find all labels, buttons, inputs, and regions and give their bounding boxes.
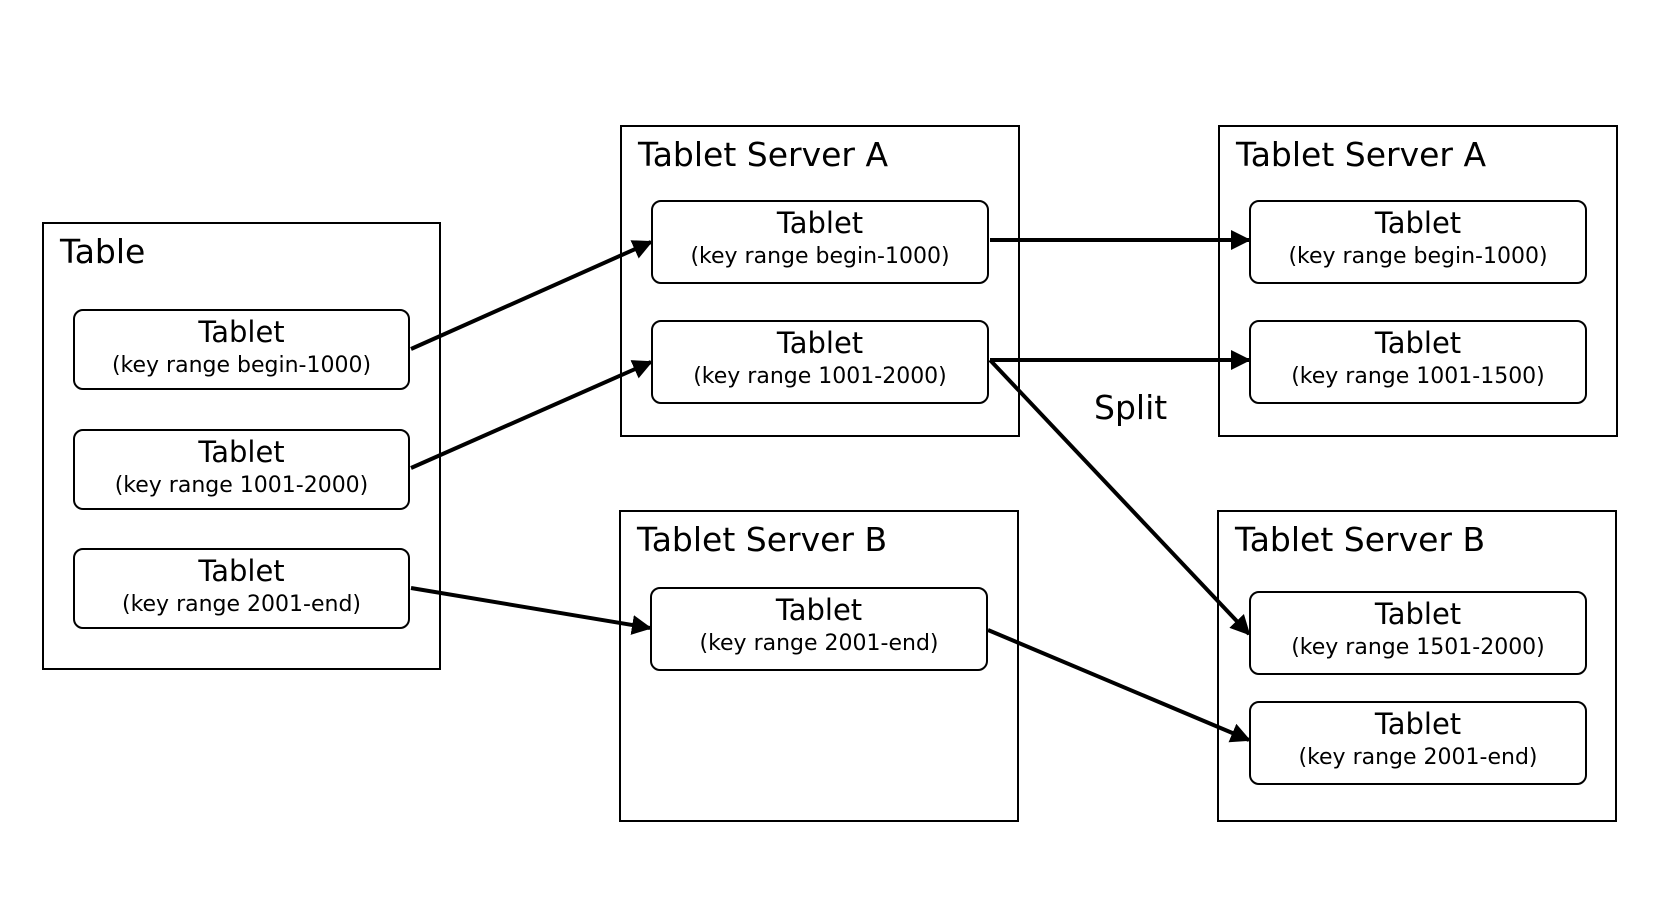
server-a-before: Tablet Server A Tablet (key range begin-… bbox=[620, 125, 1020, 437]
tablet-title: Tablet bbox=[1374, 326, 1462, 360]
arrow-table-t3-to-server-b-t1 bbox=[410, 586, 652, 635]
tablet-title: Tablet bbox=[198, 435, 285, 469]
table-container: Table Tablet (key range begin-1000) Tabl… bbox=[42, 222, 441, 670]
tablet-key-range: (key range 2001-end) bbox=[121, 592, 361, 617]
table-tablet-3: Tablet (key range 2001-end) bbox=[73, 548, 410, 629]
server-b-after: Tablet Server B Tablet (key range 1501-2… bbox=[1217, 510, 1617, 822]
server-a-after: Tablet Server A Tablet (key range begin-… bbox=[1218, 125, 1618, 437]
tablet-key-range: (key range 1001-2000) bbox=[114, 473, 369, 498]
table-tablet-1: Tablet (key range begin-1000) bbox=[73, 309, 410, 390]
server-b-after-tablet-2: Tablet (key range 2001-end) bbox=[1249, 701, 1587, 785]
tablet-title: Tablet bbox=[776, 206, 864, 240]
arrow-server-b-t1-to-after-server-b-t2 bbox=[987, 628, 1251, 743]
tablet-key-range: (key range 1001-2000) bbox=[693, 364, 947, 389]
tablet-key-range: (key range 1001-1500) bbox=[1291, 364, 1545, 389]
tablet-title: Tablet bbox=[198, 554, 285, 588]
tablet-title: Tablet bbox=[1374, 597, 1462, 631]
server-b-after-title: Tablet Server B bbox=[1235, 520, 1486, 559]
server-a-before-tablet-2: Tablet (key range 1001-2000) bbox=[651, 320, 989, 404]
tablet-title: Tablet bbox=[776, 326, 864, 360]
tablet-key-range: (key range 1501-2000) bbox=[1291, 635, 1545, 660]
server-a-after-tablet-1: Tablet (key range begin-1000) bbox=[1249, 200, 1587, 284]
server-b-before: Tablet Server B Tablet (key range 2001-e… bbox=[619, 510, 1019, 822]
table-title: Table bbox=[60, 232, 146, 271]
tablet-title: Tablet bbox=[198, 315, 285, 349]
tablet-title: Tablet bbox=[1374, 707, 1462, 741]
server-a-after-title: Tablet Server A bbox=[1236, 135, 1487, 174]
server-b-after-tablet-1: Tablet (key range 1501-2000) bbox=[1249, 591, 1587, 675]
tablet-key-range: (key range 2001-end) bbox=[1298, 745, 1538, 770]
arrow-table-t1-to-server-a-t1 bbox=[410, 240, 653, 351]
server-b-before-title: Tablet Server B bbox=[637, 520, 888, 559]
tablet-title: Tablet bbox=[1374, 206, 1462, 240]
server-a-before-title: Tablet Server A bbox=[638, 135, 889, 174]
tablet-key-range: (key range begin-1000) bbox=[1288, 244, 1548, 269]
tablet-key-range: (key range 2001-end) bbox=[699, 631, 939, 656]
tablet-key-range: (key range begin-1000) bbox=[111, 353, 372, 378]
tablet-title: Tablet bbox=[775, 593, 863, 627]
server-a-before-tablet-1: Tablet (key range begin-1000) bbox=[651, 200, 989, 284]
split-label: Split bbox=[1094, 388, 1168, 427]
tablet-key-range: (key range begin-1000) bbox=[690, 244, 950, 269]
arrow-table-t2-to-server-a-t2 bbox=[410, 360, 653, 470]
table-tablet-2: Tablet (key range 1001-2000) bbox=[73, 429, 410, 510]
server-a-after-tablet-2: Tablet (key range 1001-1500) bbox=[1249, 320, 1587, 404]
server-b-before-tablet-1: Tablet (key range 2001-end) bbox=[650, 587, 988, 671]
